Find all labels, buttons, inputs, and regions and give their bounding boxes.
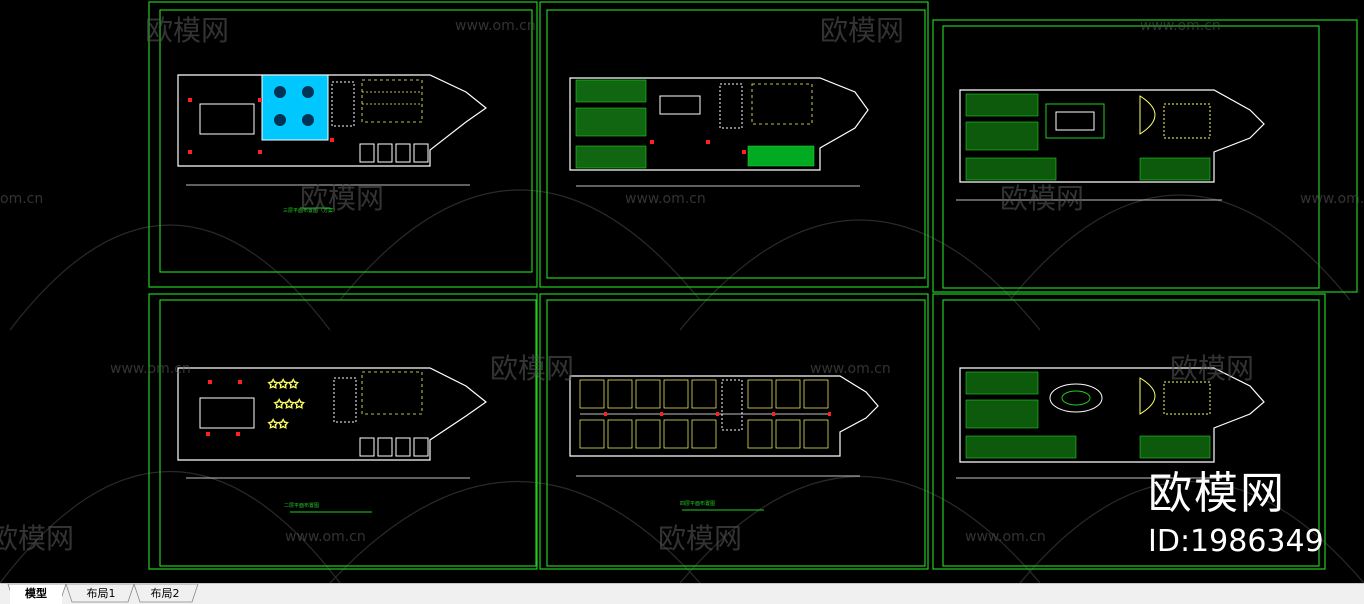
watermark-url: www.om.cn bbox=[110, 361, 191, 377]
svg-text:✩✩✩: ✩✩✩ bbox=[274, 397, 304, 411]
watermark-url: om.cn bbox=[0, 191, 43, 207]
watermark-brand: 欧模网 bbox=[490, 352, 574, 385]
floor-plan-2[interactable] bbox=[569, 77, 869, 187]
tab-layout2[interactable]: 布局2 bbox=[150, 587, 180, 600]
watermark-brand: 欧模网 bbox=[1170, 352, 1254, 385]
watermark-url: www.om.cn bbox=[285, 529, 366, 545]
floor-plan-1[interactable]: 三层平面布置图（方案） bbox=[177, 74, 488, 214]
drawing-canvas[interactable]: 三层平面布置图（方案） ✩✩✩ ✩✩✩ ✩✩ bbox=[0, 0, 1364, 583]
floor-plan-5[interactable]: 四层平面布置图 bbox=[569, 375, 879, 511]
watermark-url: www.om.cn bbox=[625, 191, 706, 207]
cad-model-space[interactable]: 三层平面布置图（方案） ✩✩✩ ✩✩✩ ✩✩ bbox=[0, 0, 1364, 583]
floor-plan-3[interactable] bbox=[956, 89, 1265, 201]
id-badge-brand: 欧模网 bbox=[1148, 468, 1286, 519]
svg-text:二层平面布置图: 二层平面布置图 bbox=[284, 502, 319, 509]
floor-plan-6[interactable] bbox=[956, 367, 1265, 479]
floor-plan-4[interactable]: ✩✩✩ ✩✩✩ ✩✩ 二层平面布置图 bbox=[177, 367, 488, 513]
watermark-brand: 欧模网 bbox=[1000, 182, 1084, 215]
watermark-url: www.om.cn bbox=[1300, 191, 1364, 207]
watermark-url: www.om.cn bbox=[810, 361, 891, 377]
svg-text:四层平面布置图: 四层平面布置图 bbox=[680, 500, 715, 507]
layout-tab-bar: 模型 布局1 布局2 bbox=[0, 583, 1364, 604]
sheet-frames bbox=[148, 1, 1358, 570]
watermark-url: www.om.cn bbox=[965, 529, 1046, 545]
svg-text:三层平面布置图（方案）: 三层平面布置图（方案） bbox=[283, 207, 338, 214]
watermark-brand: 欧模网 bbox=[145, 14, 229, 47]
watermark-url: www.om.cn bbox=[455, 18, 536, 34]
tab-layout1[interactable]: 布局1 bbox=[86, 587, 116, 600]
watermark-url: www.om.cn bbox=[1140, 18, 1221, 34]
svg-text:✩✩✩: ✩✩✩ bbox=[268, 377, 298, 391]
watermark-brand: 欧模网 bbox=[300, 182, 384, 215]
watermark-brand: 欧模网 bbox=[820, 14, 904, 47]
svg-text:✩✩: ✩✩ bbox=[268, 417, 288, 431]
id-badge-number: ID:1986349 bbox=[1148, 524, 1324, 559]
watermark-brand: 欧模网 bbox=[0, 522, 74, 555]
watermark-brand: 欧模网 bbox=[658, 522, 742, 555]
id-badge: 欧模网 ID:1986349 bbox=[1148, 468, 1324, 560]
watermark-texts: 欧模网 www.om.cn 欧模网 www.om.cn om.cn 欧模网 ww… bbox=[0, 14, 1364, 555]
tab-model[interactable]: 模型 bbox=[10, 585, 62, 604]
